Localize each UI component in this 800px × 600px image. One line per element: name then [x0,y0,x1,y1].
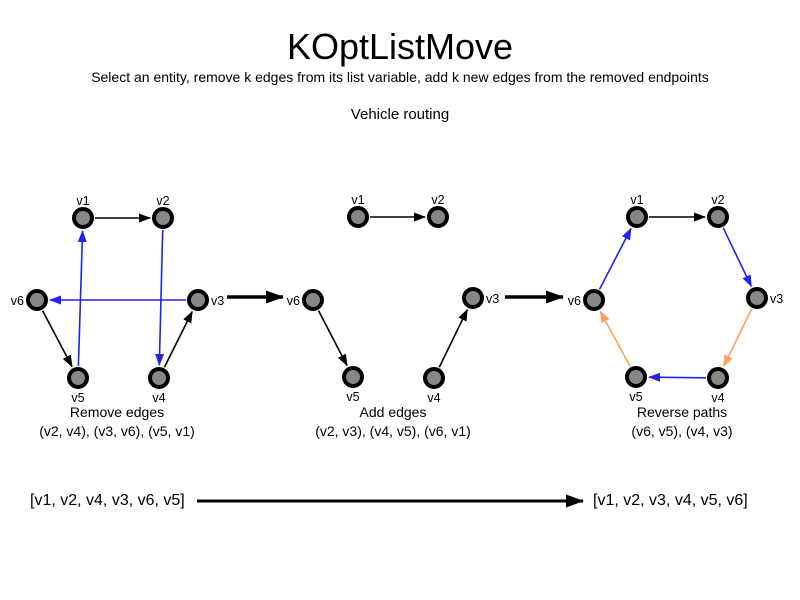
node-label-v3: v3 [486,292,499,306]
node-v3 [746,287,768,309]
before-list: [v1, v2, v4, v3, v6, v5] [30,492,185,509]
edge-v6-v5 [41,310,73,368]
edge-v2-v3 [722,227,753,288]
node-label-v2: v2 [431,193,444,207]
edge-v5-v1 [77,229,87,367]
node-label-v5: v5 [71,391,84,405]
node-v4 [423,367,445,389]
node-label-v2: v2 [711,193,724,207]
caption-detail-add-edges: (v2, v3), (v4, v5), (v6, v1) [315,423,471,439]
node-label-v6: v6 [568,294,581,308]
node-v2 [152,207,174,229]
node-v5 [342,366,364,388]
node-v2 [427,206,449,228]
node-label-v1: v1 [630,193,643,207]
edge-v5-v6 [599,310,631,367]
edge-v4-v5 [647,372,707,382]
edge-v4-v3 [163,310,193,368]
node-label-v6: v6 [287,294,300,308]
node-v1 [626,206,648,228]
node-label-v1: v1 [76,194,89,208]
node-label-v5: v5 [629,390,642,404]
caption-detail-reverse-paths: (v6, v5), (v4, v3) [631,423,732,439]
edge-v2-v4 [155,229,165,367]
edge-v3-v4 [722,308,753,368]
edge-v6-v1 [598,227,632,290]
node-v1 [72,207,94,229]
node-label-v4: v4 [711,391,724,405]
node-v3 [187,289,209,311]
node-v6 [26,289,48,311]
caption-remove-edges: Remove edges [70,404,164,420]
edge-v6-v5 [317,310,348,367]
node-label-v1: v1 [351,193,364,207]
node-label-v3: v3 [211,294,224,308]
edge-v4-v3 [438,308,469,368]
node-v1 [347,206,369,228]
node-v4 [707,367,729,389]
page-title: KOptListMove [286,26,514,67]
node-label-v3: v3 [770,292,783,306]
node-label-v2: v2 [156,194,169,208]
node-label-v6: v6 [11,294,24,308]
node-v2 [707,206,729,228]
node-label-v4: v4 [427,391,440,405]
node-v6 [302,289,324,311]
context-label: Vehicle routing [350,106,450,123]
node-v4 [148,367,170,389]
node-v5 [625,366,647,388]
caption-reverse-paths: Reverse paths [637,404,727,420]
node-label-v4: v4 [152,391,165,405]
caption-add-edges: Add edges [360,404,427,420]
node-v5 [67,367,89,389]
after-list: [v1, v2, v3, v4, v5, v6] [593,492,748,509]
node-label-v5: v5 [346,390,359,404]
node-v6 [583,289,605,311]
node-v3 [462,287,484,309]
page-subtitle: Select an entity, remove k edges from it… [91,69,709,85]
caption-detail-remove-edges: (v2, v4), (v3, v6), (v5, v1) [39,423,195,439]
